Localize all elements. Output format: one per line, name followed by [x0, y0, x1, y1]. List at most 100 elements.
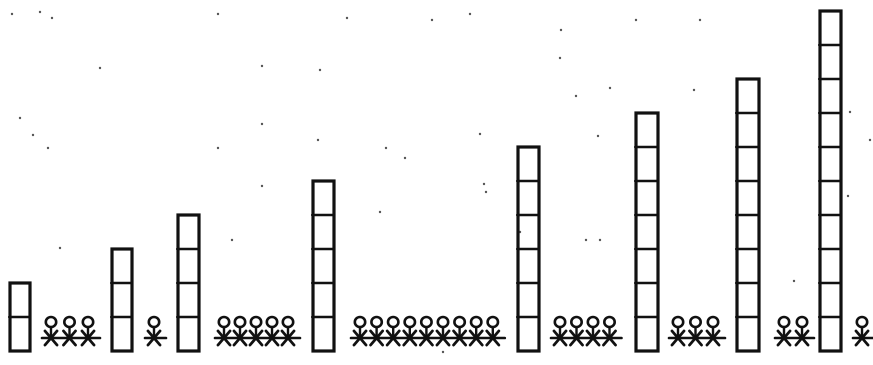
paper-speck — [47, 147, 49, 149]
paper-speck — [483, 183, 485, 185]
paper-speck — [442, 351, 444, 353]
child-figure — [420, 317, 432, 345]
paper-speck — [51, 17, 53, 19]
figure-head — [83, 317, 93, 327]
figure-head — [454, 317, 464, 327]
tower-and-figure-row — [8, 11, 873, 351]
paper-speck — [11, 13, 13, 15]
tower-outline — [313, 181, 334, 351]
paper-speck — [379, 211, 381, 213]
child-figure — [554, 317, 566, 345]
child-figure-group — [669, 317, 725, 345]
child-figure — [587, 317, 599, 345]
child-figure — [45, 317, 57, 345]
child-figure-group — [42, 317, 100, 345]
figure-head — [388, 317, 398, 327]
child-figure — [354, 317, 366, 345]
figure-head — [421, 317, 431, 327]
child-figure-group — [551, 317, 622, 345]
figure-head — [588, 317, 598, 327]
paper-speck — [404, 157, 406, 159]
paper-speck — [559, 57, 561, 59]
paper-speck — [699, 19, 701, 21]
block-tower — [110, 249, 132, 351]
tower-outline — [112, 249, 132, 351]
block-tower — [634, 113, 658, 351]
block-tower — [176, 215, 199, 351]
paper-speck — [849, 111, 851, 113]
child-figure — [487, 317, 499, 345]
figure-head — [251, 317, 261, 327]
paper-speck — [59, 247, 61, 249]
paper-speck — [479, 133, 481, 135]
block-tower — [8, 283, 30, 351]
figure-head — [64, 317, 74, 327]
child-figure — [690, 317, 702, 345]
paper-speck — [231, 239, 233, 241]
child-figure — [282, 317, 294, 345]
figure-head — [779, 317, 789, 327]
child-figure — [604, 317, 616, 345]
figure-head — [604, 317, 614, 327]
block-tower — [735, 79, 759, 351]
block-tower — [818, 11, 841, 351]
paper-speck — [261, 123, 263, 125]
paper-speck — [19, 117, 21, 119]
paper-speck — [597, 135, 599, 137]
paper-speck — [847, 195, 849, 197]
child-figure — [64, 317, 76, 345]
figure-head — [571, 317, 581, 327]
child-figure — [707, 317, 719, 345]
paper-speck — [261, 65, 263, 67]
figure-head — [797, 317, 807, 327]
child-figure — [778, 317, 790, 345]
tower-outline — [636, 113, 658, 351]
child-figure — [371, 317, 383, 345]
child-figure — [672, 317, 684, 345]
paper-speck — [693, 89, 695, 91]
paper-speck — [317, 139, 319, 141]
paper-speck — [635, 19, 637, 21]
paper-speck — [261, 185, 263, 187]
paper-speck — [217, 13, 219, 15]
paper-speck — [609, 87, 611, 89]
figure-head — [149, 317, 159, 327]
child-figure — [387, 317, 399, 345]
child-figure — [404, 317, 416, 345]
child-figure-group — [351, 317, 505, 345]
figure-head — [690, 317, 700, 327]
paper-speck — [385, 147, 387, 149]
paper-speck — [431, 19, 433, 21]
child-figure — [148, 317, 160, 345]
paper-speck — [346, 17, 348, 19]
figure-head — [673, 317, 683, 327]
figure-head — [471, 317, 481, 327]
child-figure-group — [215, 317, 300, 345]
child-figure — [856, 317, 868, 345]
paper-speck — [793, 280, 795, 282]
child-figure-group — [853, 317, 873, 345]
block-tower — [311, 181, 334, 351]
child-figure — [571, 317, 583, 345]
child-figure-group — [775, 317, 814, 345]
child-figure — [234, 317, 246, 345]
paper-speck — [599, 239, 601, 241]
child-figure — [218, 317, 230, 345]
child-figure — [82, 317, 94, 345]
paper-speck — [485, 191, 487, 193]
figure-head — [235, 317, 245, 327]
paper-speck — [39, 11, 41, 13]
figure-head — [283, 317, 293, 327]
figure-head — [438, 317, 448, 327]
paper-speck — [217, 147, 219, 149]
figure-head — [708, 317, 718, 327]
paper-speck — [560, 29, 562, 31]
child-figure — [470, 317, 482, 345]
child-figure — [796, 317, 808, 345]
figure-head — [857, 317, 867, 327]
figure-head — [488, 317, 498, 327]
child-figure — [454, 317, 466, 345]
paper-speck — [319, 69, 321, 71]
